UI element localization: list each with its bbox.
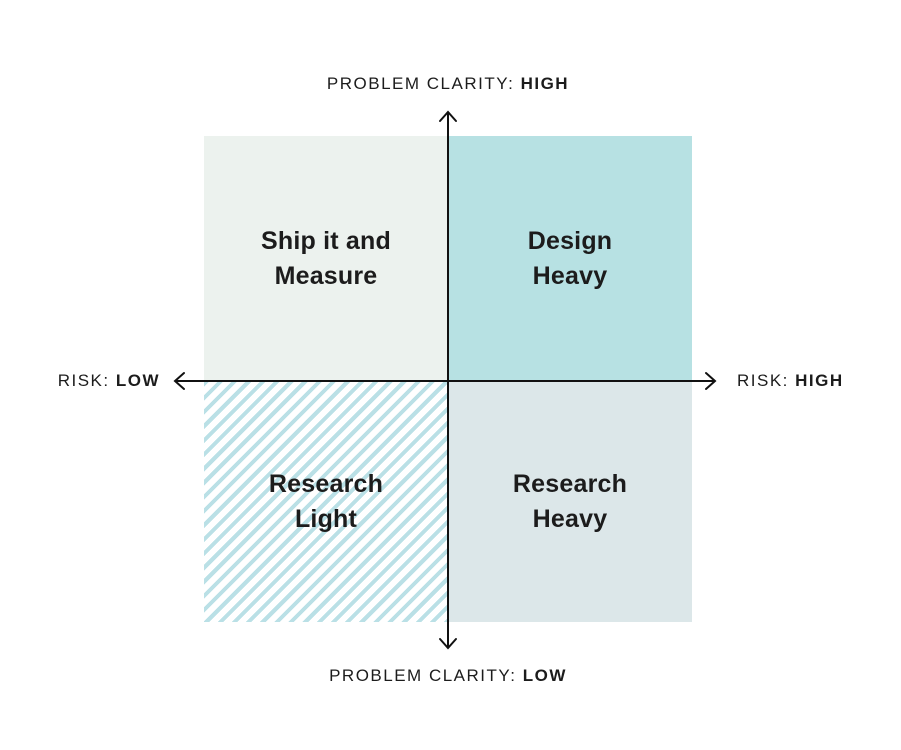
axis-label-prefix: RISK:: [737, 371, 789, 390]
quadrant-ship-it-and-measure: Ship it and Measure: [204, 136, 448, 381]
arrow-left-icon: [173, 372, 185, 390]
arrow-up-icon: [439, 110, 457, 122]
axis-label-problem-clarity-low: PROBLEM CLARITY: LOW: [329, 666, 567, 686]
quadrant-research-light: Research Light: [204, 381, 448, 622]
axis-label-prefix: PROBLEM CLARITY:: [329, 666, 517, 685]
quadrant-research-heavy: Research Heavy: [448, 381, 692, 622]
quadrant-grid: Ship it and Measure Design Heavy Researc…: [204, 136, 692, 622]
axis-label-value: LOW: [115, 371, 160, 390]
quadrant-label-design-heavy: Design Heavy: [527, 226, 613, 290]
quadrant-label-ship-it-and-measure: Ship it and Measure: [261, 226, 391, 290]
axis-label-prefix: PROBLEM CLARITY:: [326, 74, 515, 93]
arrow-right-icon: [705, 372, 717, 390]
axis-label-value: HIGH: [520, 74, 570, 93]
axis-label-prefix: RISK:: [57, 371, 110, 390]
axis-label-risk-high: RISK: HIGH: [737, 371, 844, 391]
quadrant-design-heavy: Design Heavy: [448, 136, 692, 381]
arrow-down-icon: [439, 638, 457, 650]
quadrant-label-research-light: Research Light: [268, 469, 384, 533]
quadrant-label-research-heavy: Research Heavy: [512, 469, 628, 533]
axis-label-problem-clarity-high: PROBLEM CLARITY: HIGH: [327, 74, 569, 94]
axis-label-value: HIGH: [795, 371, 844, 390]
axis-label-value: LOW: [522, 666, 567, 685]
axis-label-risk-low: RISK: LOW: [58, 371, 160, 391]
